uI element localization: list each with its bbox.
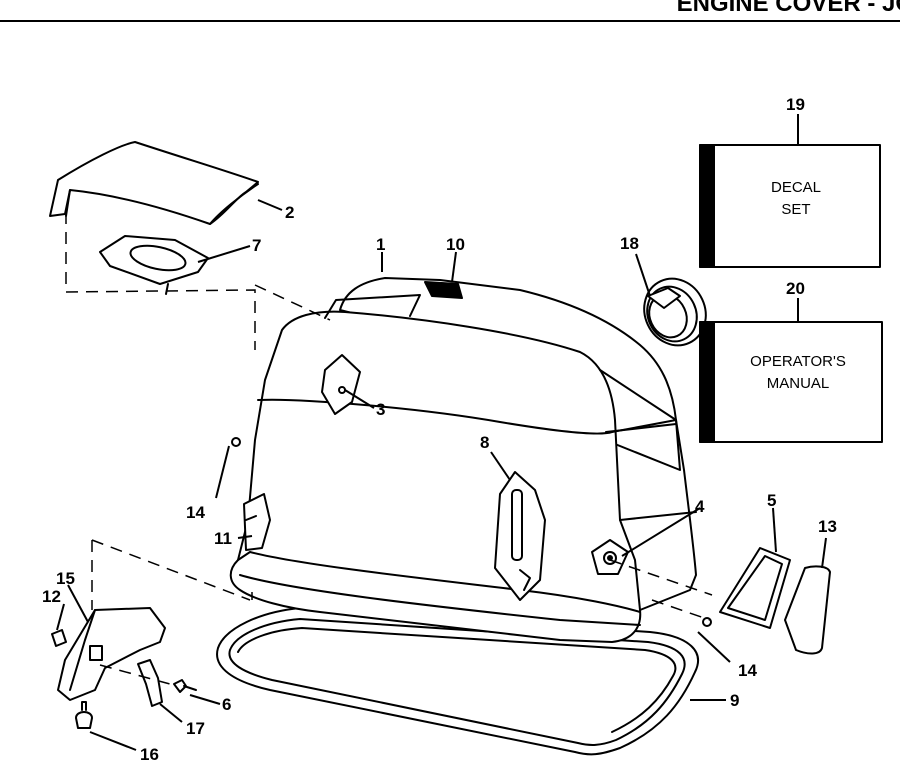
callout-10: 10 [446, 235, 465, 254]
side-latch [494, 471, 546, 601]
bumper [75, 701, 93, 729]
strap [137, 659, 163, 707]
grommet [591, 539, 629, 575]
leader-lines [56, 114, 827, 751]
front-plate [321, 354, 361, 415]
callout-19: 19 [786, 95, 805, 114]
callout-11: 11 [214, 529, 232, 548]
callout-6: 6 [222, 695, 231, 714]
intake-plate [99, 235, 209, 295]
decal-text-line1: DECAL [771, 179, 821, 196]
callout-18: 18 [620, 234, 639, 253]
screw [173, 679, 197, 693]
callout-14-right: 14 [738, 661, 757, 680]
callout-17: 17 [186, 719, 205, 738]
callout-13: 13 [818, 517, 837, 536]
callout-7: 7 [252, 236, 261, 255]
callout-8: 8 [480, 433, 489, 452]
manual-text-line2: MANUAL [767, 375, 830, 392]
callout-4: 4 [695, 497, 705, 516]
callout-14-left: 14 [186, 503, 205, 522]
bottom-seal [216, 607, 699, 756]
screw-14a [231, 437, 241, 447]
cover-plate [784, 565, 831, 655]
callout-16: 16 [140, 745, 159, 764]
callout-1: 1 [376, 235, 385, 254]
lanyard-cable [643, 277, 707, 347]
manual-text-line1: OPERATOR'S [750, 353, 846, 370]
callout-3: 3 [376, 400, 385, 419]
callout-12: 12 [42, 587, 61, 606]
operators-manual-box [699, 321, 883, 443]
gasket-frame [719, 547, 791, 629]
callout-9: 9 [730, 691, 739, 710]
hood-top [49, 141, 259, 225]
assembly-dash-lines [65, 212, 713, 685]
callout-15: 15 [56, 569, 75, 588]
callout-5: 5 [767, 491, 776, 510]
decal-set-box [699, 144, 881, 268]
bottom-bracket [57, 607, 166, 701]
callout-20: 20 [786, 279, 805, 298]
small-clip [51, 629, 67, 647]
decal-text-line2: SET [781, 201, 810, 218]
callout-2: 2 [285, 203, 294, 222]
engine-cover [229, 277, 697, 643]
page-title: ENGINE COVER - JO [676, 0, 900, 17]
header-rule [0, 20, 900, 22]
